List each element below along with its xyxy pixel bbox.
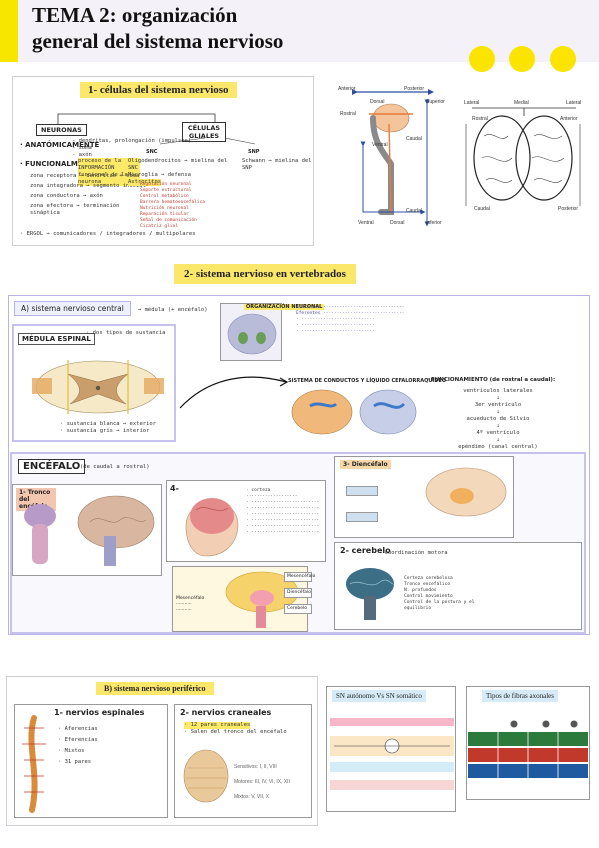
medula-note: · dos tipos de sustancia — [86, 330, 166, 336]
yellow-dot-3 — [550, 46, 576, 72]
ergol-line: · ERGOL → comunicadores / integradores /… — [20, 231, 196, 237]
cells-panel — [12, 76, 314, 246]
lbl-posterior: Posterior — [404, 86, 425, 92]
section-2-label: 2- sistema nervioso en vertebrados — [174, 264, 356, 284]
autonomic-diagram — [330, 718, 454, 790]
snc-note: → médula (+ encéfalo) — [138, 307, 208, 313]
lbl-lateral-left: Lateral — [464, 100, 480, 106]
org-neuronal-title: ORGANIZACIÓN NEURONAL — [244, 304, 325, 310]
lbl-caudal-1: Caudal — [406, 136, 422, 142]
snc-tag: SNC — [146, 149, 158, 155]
cerebellum-image — [346, 568, 395, 620]
yellow-dot-1 — [469, 46, 495, 72]
diencefalo-tag-2 — [346, 512, 378, 522]
medula-bottom-notes: · sustancia blanca → exterior · sustanci… — [60, 421, 157, 434]
anatomicamente-label: · ANATÓMICAMENTE — [20, 141, 100, 149]
astrocyte-functions: Regulación neuronal Soporte estructural … — [140, 182, 206, 229]
csf-flow: ventrículos laterales ↓ 3er ventrículo ↓… — [458, 388, 538, 450]
espinales-items: · Aferencias · Eferencias · Mixtos · 31 … — [58, 726, 98, 765]
org-neuronal-text: Aferentes ······························… — [296, 305, 405, 334]
funcionalmente-label: · FUNCIONALMENTE — [20, 160, 99, 168]
yellow-dot-2 — [509, 46, 535, 72]
lbl-caudal-2: Caudal — [406, 208, 422, 214]
head-brain-image — [185, 498, 239, 557]
encefalo-note: (de caudal a rostral) — [80, 464, 150, 470]
brain-coronal-icon — [227, 313, 277, 355]
lbl-ventral-2: Ventral — [358, 220, 374, 226]
sagittal-labels: Mesencéfalo······················ — [176, 596, 205, 613]
ventricle-brain-images — [291, 389, 417, 435]
brainstem-detail-image — [24, 504, 56, 564]
cerebelo-note: → coordinación motora — [378, 550, 448, 556]
lbl-lateral-right: Lateral — [566, 100, 582, 106]
brainstem-image — [77, 495, 155, 566]
celulas-gliales-label: CÉLULAS GLIALES — [182, 122, 226, 142]
cerebelo-title: 2- cerebelo — [340, 546, 391, 555]
lbl-rostral: Rostral — [340, 111, 356, 117]
snp-tag: SNP — [248, 149, 260, 155]
sistema-conductos-title: SISTEMA DE CONDUCTOS Y LÍQUIDO CEFALORRA… — [288, 378, 447, 384]
snc-label: A) sistema nervioso central — [14, 301, 131, 316]
legend-mesencefalo: Mesencéfalo — [284, 572, 315, 582]
lbl-anterior: Anterior — [338, 86, 356, 92]
cerebelo-list: Corteza cerebelosa Tronco encefálico N. … — [404, 576, 475, 611]
body-orientation-diagram — [352, 89, 434, 227]
sn-autonomo-title: SN autónomo Vs SN somático — [332, 690, 426, 702]
lbl-posterior-right: Posterior — [558, 206, 579, 212]
lbl-superior: Superior — [426, 99, 445, 105]
lbl-anterior-right: Anterior — [560, 116, 578, 122]
craneales-items: · 12 pares craneales · Salen del tronco … — [184, 722, 287, 735]
sagittal-brain-image — [225, 571, 299, 628]
legend-diencefalo: Diencéfalo — [284, 588, 312, 598]
glia-snp-list: Schwann → mielina del SNP — [242, 158, 312, 171]
craneales-title: 2- nervios craneales — [180, 708, 272, 717]
snp-label: B) sistema nervioso periférico — [96, 682, 214, 695]
lbl-medial: Medial — [514, 100, 529, 106]
page-title: TEMA 2: organización general del sistema… — [32, 3, 284, 53]
spine-image — [22, 715, 46, 813]
lbl-inferior: Inferior — [426, 220, 442, 226]
func-items: zona receptora → dendritas + soma zona i… — [30, 173, 146, 216]
lbl-rostral-top: Rostral — [472, 116, 488, 122]
funcionamiento-title: · FUNCIONAMIENTO (de rostral a caudal): — [427, 377, 556, 383]
lbl-dorsal-bottom: Dorsal — [390, 220, 405, 226]
anat-items: - dendritas, prolongación (impulsos) - s… — [72, 138, 192, 158]
fibras-chart — [468, 720, 588, 784]
cortex-notes: · corteza ··················· · ········… — [246, 488, 320, 535]
header-accent — [0, 0, 18, 62]
brain-top-view-diagram — [465, 107, 581, 206]
diencefalo-title: 3- Diencéfalo — [340, 460, 391, 469]
cranial-classes: Sensitivos: I, II, VIII Motores: III, IV… — [234, 764, 290, 800]
glia-snc-list: Oligodendrocitos → mielina del SNC Micro… — [128, 158, 228, 186]
header-bar — [0, 0, 599, 62]
cranial-nerves-image — [183, 749, 229, 803]
espinales-box — [14, 704, 168, 818]
diencefalo-tag-1 — [346, 486, 378, 496]
lbl-dorsal-top: Dorsal — [370, 99, 385, 105]
neuronas-label: NEURONAS — [36, 124, 87, 136]
diencephalon-image — [425, 467, 507, 517]
cells-connector-lines — [57, 113, 256, 145]
legend-cerebelo: Cerebelo — [284, 604, 312, 614]
medula-title: MÉDULA ESPINAL — [18, 333, 95, 345]
lbl-ventral-1: Ventral — [372, 142, 388, 148]
spinal-cord-diagram — [32, 360, 164, 414]
fibras-title: Tipos de fibras axonales — [482, 690, 558, 702]
lbl-caudal-bottom: Caudal — [474, 206, 490, 212]
encefalo-title: ENCÉFALO — [18, 459, 86, 474]
cortex-number: 4- — [170, 484, 179, 493]
org-neuronal-image — [220, 303, 282, 361]
section-1-label: 1- células del sistema nervioso — [80, 82, 237, 98]
curved-arrow-medula — [179, 376, 289, 409]
espinales-title: 1- nervios espinales — [54, 708, 145, 717]
